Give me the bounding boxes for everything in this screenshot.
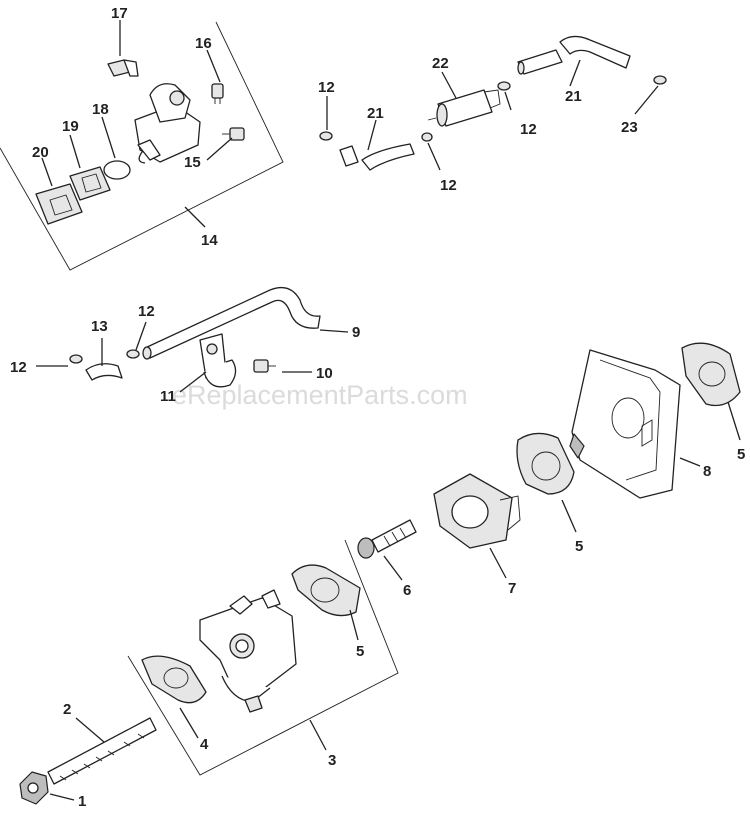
callout-6: 6: [403, 582, 411, 599]
part-22-fuel-filter: [427, 89, 501, 127]
callout-2: 2: [63, 701, 71, 718]
part-8-baffle: [569, 349, 681, 499]
fuel-pump-assembly-group: [0, 20, 284, 271]
intake-group: [357, 342, 741, 581]
callout-12-a: 12: [318, 79, 335, 96]
callout-12-e: 12: [10, 359, 27, 376]
callout-7: 7: [508, 580, 516, 597]
callout-5-a: 5: [356, 643, 364, 660]
part-6-bolt: [357, 519, 417, 559]
callout-18: 18: [92, 101, 109, 118]
callout-22: 22: [432, 55, 449, 72]
part-carburetor-body: [199, 589, 297, 713]
callout-5-c: 5: [737, 446, 745, 463]
callout-21-a: 21: [367, 105, 384, 122]
callout-12-d: 12: [138, 303, 155, 320]
callout-5-b: 5: [575, 538, 583, 555]
part-2-stud: [47, 717, 157, 785]
callout-19: 19: [62, 118, 79, 135]
part-4-gasket: [141, 655, 207, 704]
part-20-plate: [35, 183, 83, 225]
part-16-screw: [211, 83, 224, 104]
part-12-clamp-b: [421, 132, 433, 142]
part-5-gasket-a: [291, 564, 361, 617]
part-13-hose: [85, 363, 123, 381]
part-5-gasket-b: [516, 432, 575, 495]
callout-1: 1: [78, 793, 86, 810]
assembly-bracket-14: [0, 21, 284, 271]
callout-14: 14: [201, 232, 218, 249]
callout-21-b: 21: [565, 88, 582, 105]
callout-8: 8: [703, 463, 711, 480]
callout-9: 9: [352, 324, 360, 341]
part-21-hose-a: [339, 145, 359, 167]
callout-11: 11: [160, 388, 176, 405]
part-10-screw: [253, 359, 276, 373]
assembly-bracket-3: [127, 539, 399, 776]
callout-10: 10: [316, 365, 333, 382]
part-18-oring: [103, 160, 131, 180]
callout-20: 20: [32, 144, 49, 161]
callout-12-b: 12: [520, 121, 537, 138]
part-12-clamp-d: [69, 354, 83, 364]
part-12-clamp-e: [126, 349, 140, 359]
part-11-bracket: [199, 333, 237, 388]
part-17-elbow: [107, 59, 139, 77]
callout-12-c: 12: [440, 177, 457, 194]
part-23-clamp: [653, 75, 667, 85]
part-19-gasket: [69, 166, 111, 201]
breather-tube-group: [36, 286, 349, 393]
part-15-screw: [222, 127, 245, 141]
part-21-hose-b: [517, 35, 631, 75]
part-5-gasket-c: [681, 342, 741, 407]
callout-labels: 17 16 18 19 20 15 14 12 21 22 12 12 21 2…: [10, 5, 745, 810]
callout-13: 13: [91, 318, 108, 335]
callout-4: 4: [200, 736, 209, 753]
part-fuel-pump-body: [134, 83, 201, 164]
part-12-clamp-a: [319, 131, 333, 141]
callout-16: 16: [195, 35, 212, 52]
carburetor-assembly-group: [127, 539, 399, 776]
callout-23: 23: [621, 119, 638, 136]
callout-17: 17: [111, 5, 128, 22]
part-7-spacer: [433, 473, 521, 549]
fuel-line-group: [319, 35, 667, 171]
stud-nut-group: [19, 717, 157, 805]
callout-3: 3: [328, 752, 336, 769]
part-9-tube: [144, 286, 321, 359]
callout-15: 15: [184, 154, 201, 171]
part-12-clamp-c: [497, 81, 511, 91]
